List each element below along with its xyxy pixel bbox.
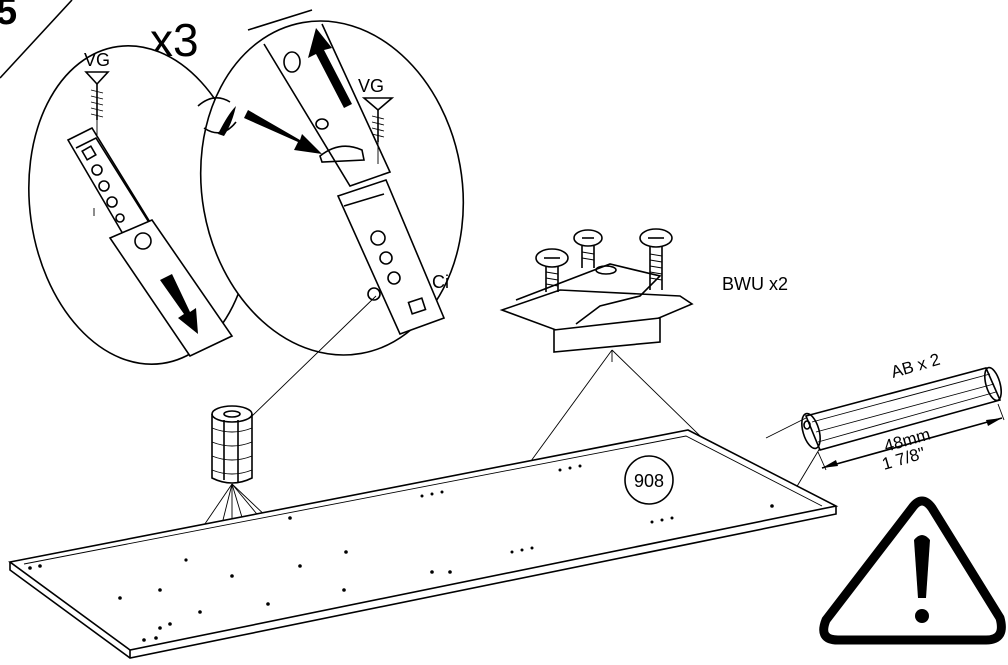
plastic-plug-icon (211, 405, 253, 484)
screw-vg-left-icon (84, 71, 110, 135)
panel-board: 908 (8, 429, 839, 659)
bracket-label: BWU x2 (722, 274, 788, 294)
detail-ellipse-right: VG Ci (197, 9, 465, 356)
arrow-right-icon (244, 110, 322, 154)
step-number: 5 (0, 0, 17, 33)
panel-number-badge (624, 455, 674, 505)
arrow-up-icon (308, 28, 352, 108)
dowel-label: AB x 2 (889, 350, 942, 382)
panel-holes (28, 464, 774, 642)
screw-label-right: VG (358, 76, 384, 96)
arrow-down-icon (160, 274, 198, 334)
dowel-dimension (817, 403, 1005, 471)
bracket-screw-middle-icon (573, 229, 603, 268)
bracket-screw-left-icon (535, 248, 569, 292)
screw-vg-right-icon (361, 97, 395, 164)
bracket-screw-right-icon (639, 228, 673, 290)
mounting-bracket-icon (499, 228, 694, 353)
slide-code-label: Ci (432, 272, 449, 292)
panel-number: 908 (634, 471, 664, 491)
step-badge: 5 (0, 0, 73, 79)
warning-triangle-icon (819, 496, 1006, 645)
detail-ellipse-left: VG (28, 45, 252, 365)
eye-icon (197, 97, 237, 136)
wooden-dowel-icon (801, 366, 1002, 451)
drawer-slide-rail-right (247, 9, 446, 336)
screw-label-left: VG (84, 50, 110, 70)
